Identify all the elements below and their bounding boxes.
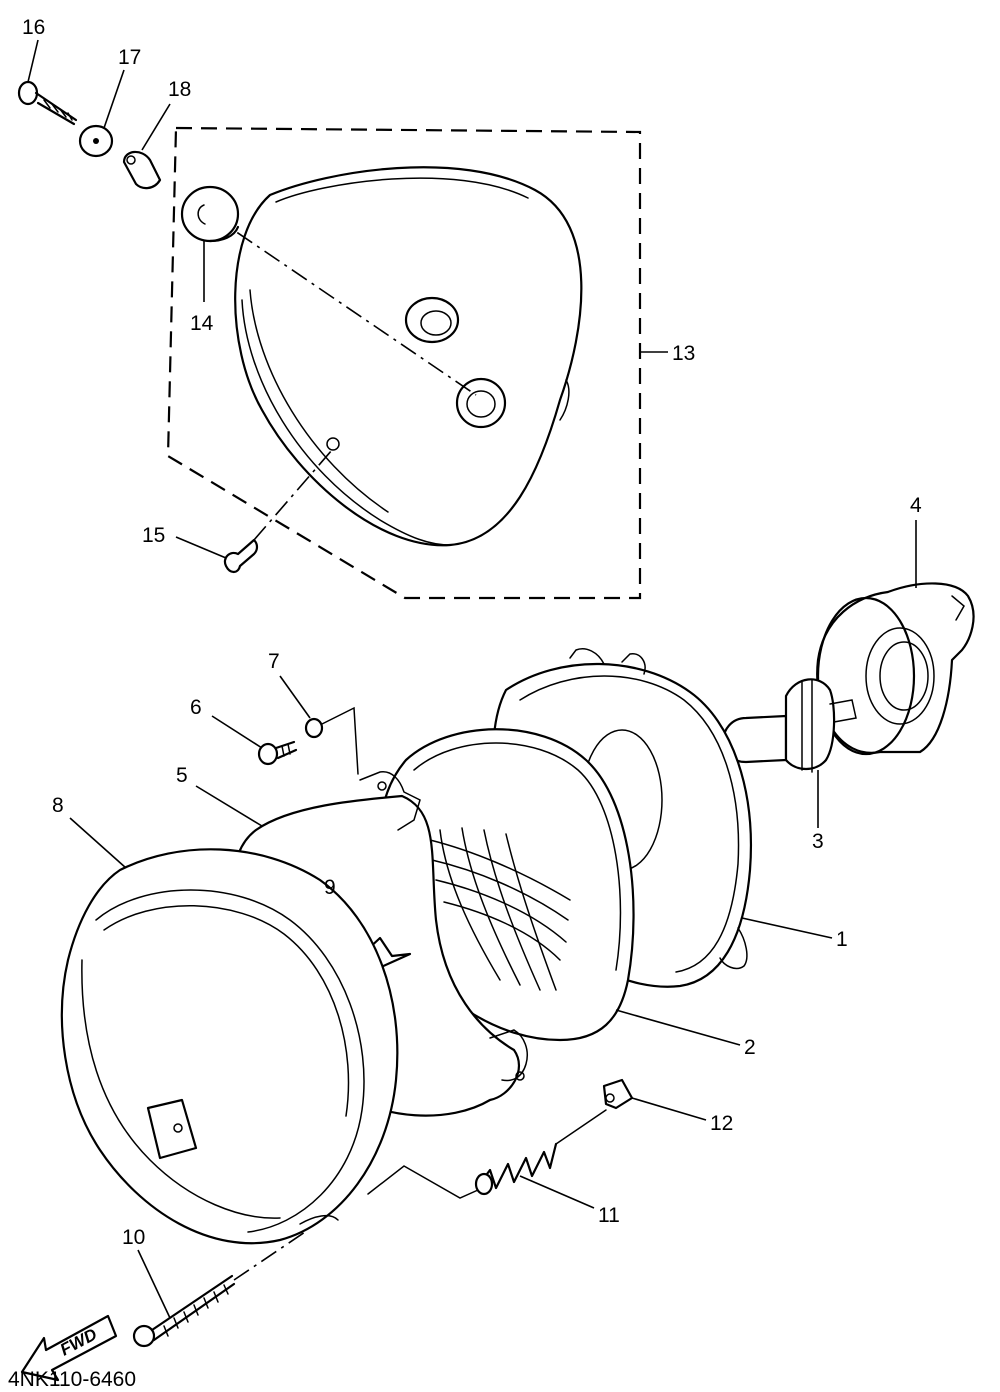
spring-11 — [474, 1109, 607, 1196]
leader-2 — [615, 1009, 741, 1046]
callout-6: 6 — [190, 696, 202, 719]
callout-11: 11 — [598, 1204, 620, 1227]
diagram-code: 4NK110-6460 — [8, 1368, 136, 1391]
socket-cover-4 — [816, 582, 975, 756]
callout-15: 15 — [142, 524, 165, 547]
callout-18: 18 — [168, 78, 191, 101]
callout-2: 2 — [744, 1036, 756, 1059]
callout-10: 10 — [122, 1226, 145, 1249]
bolt-6 — [257, 740, 298, 766]
screw-15 — [223, 538, 259, 574]
leader-5 — [195, 785, 263, 827]
callout-3: 3 — [812, 830, 824, 853]
bolt-16 — [17, 80, 78, 126]
screw-10 — [132, 1274, 236, 1348]
leader-17 — [103, 69, 125, 129]
callout-13: 13 — [672, 342, 695, 365]
assembly-boundary-13 — [166, 126, 642, 600]
collar-18 — [122, 150, 162, 190]
leader-18 — [141, 103, 171, 151]
callout-7: 7 — [268, 650, 280, 673]
headlight-body — [234, 166, 583, 547]
axis-line-14 — [209, 213, 477, 396]
rim-8 — [60, 848, 399, 1245]
grommet-14 — [180, 185, 240, 243]
washer-7 — [304, 706, 359, 775]
nut-12 — [602, 1078, 634, 1110]
leader-7 — [279, 675, 311, 719]
callout-17: 17 — [118, 46, 141, 69]
callout-12: 12 — [710, 1112, 733, 1135]
leader-12 — [631, 1097, 707, 1121]
callout-16: 16 — [22, 16, 45, 39]
leader-11 — [519, 1175, 595, 1209]
washer-17 — [78, 124, 114, 158]
callout-9: 9 — [324, 876, 336, 899]
leader-6 — [211, 715, 263, 749]
callout-5: 5 — [176, 764, 188, 787]
leader-8 — [69, 817, 127, 869]
callout-8: 8 — [52, 794, 64, 817]
leader-16 — [27, 39, 39, 83]
leader-15 — [175, 536, 227, 559]
leader-10 — [137, 1249, 171, 1319]
linkage-line-8-11 — [367, 1165, 479, 1199]
axis-line-15 — [253, 449, 333, 541]
leader-1 — [741, 917, 833, 939]
axis-line-10 — [233, 1229, 309, 1281]
callout-4: 4 — [910, 494, 922, 517]
callout-1: 1 — [836, 928, 848, 951]
bulb-3 — [722, 678, 857, 773]
callout-14: 14 — [190, 312, 214, 335]
